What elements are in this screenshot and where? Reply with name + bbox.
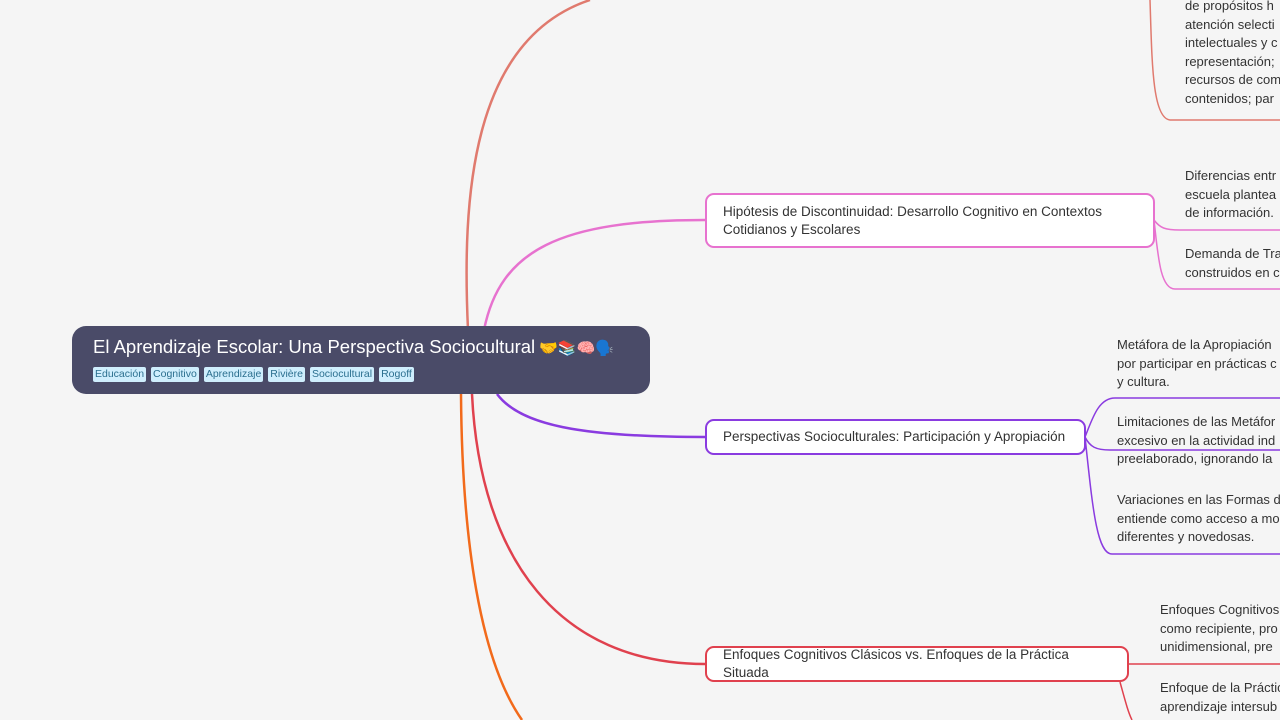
topic-label: Perspectivas Socioculturales: Participac… bbox=[723, 429, 1066, 444]
branch-line-enfoques bbox=[470, 393, 706, 666]
root-tags: Educación Cognitivo Aprendizaje Rivière … bbox=[93, 367, 650, 382]
topic-label: Enfoques Cognitivos Clásicos vs. Enfoque… bbox=[723, 647, 1069, 680]
leaf-line: Enfoque de la Práctic bbox=[1160, 680, 1280, 695]
topic-label-line: Hipótesis de Discontinuidad: Desarrollo … bbox=[723, 203, 1102, 219]
leaf-line-socioculturales-1 bbox=[1084, 397, 1280, 438]
tag-aprendizaje[interactable]: Aprendizaje bbox=[203, 367, 264, 382]
leaf-line: preelaborado, ignorando la bbox=[1117, 451, 1273, 466]
leaf-line: atención selecti bbox=[1185, 16, 1275, 32]
leaf-line-discontinuidad-2 bbox=[1153, 219, 1280, 290]
leaf-line: Diferencias entr bbox=[1185, 168, 1277, 183]
leaf-line-socioculturales-2 bbox=[1084, 436, 1280, 451]
leaf-line: de propósitos h bbox=[1185, 0, 1274, 13]
leaf-top[interactable]: de propósitos h atención selecti intelec… bbox=[1185, 0, 1280, 108]
leaf-line: por participar en prácticas c bbox=[1117, 355, 1277, 371]
leaf-line: escuela plantea bbox=[1185, 186, 1277, 202]
root-node[interactable]: El Aprendizaje Escolar: Una Perspectiva … bbox=[72, 326, 650, 394]
root-title-text: El Aprendizaje Escolar: Una Perspectiva … bbox=[93, 336, 536, 357]
tag-rogoff[interactable]: Rogoff bbox=[379, 367, 414, 382]
leaf-line: como recipiente, pro bbox=[1160, 620, 1278, 636]
leaf-line: aprendizaje intersub bbox=[1160, 698, 1278, 714]
leaf-enfoques-practica[interactable]: Enfoque de la Práctic aprendizaje inters… bbox=[1160, 679, 1280, 716]
leaf-line-discontinuidad-1 bbox=[1153, 219, 1280, 231]
leaf-discontinuidad-diferencias[interactable]: Diferencias entr escuela plantea de info… bbox=[1185, 167, 1276, 223]
leaf-line-socioculturales-3 bbox=[1084, 436, 1280, 555]
branch-line-socioculturales bbox=[495, 393, 706, 439]
leaf-line: Enfoques Cognitivos bbox=[1160, 602, 1280, 617]
leaf-socioculturales-limitaciones[interactable]: Limitaciones de las Metáfor excesivo en … bbox=[1117, 413, 1275, 469]
branch-line-top bbox=[465, 0, 591, 331]
leaf-line: entiende como acceso a mo bbox=[1117, 510, 1280, 526]
leaf-line: Demanda de Tra bbox=[1185, 246, 1280, 261]
tag-educacion[interactable]: Educación bbox=[93, 367, 147, 382]
leaf-discontinuidad-demanda[interactable]: Demanda de Tra construidos en c bbox=[1185, 245, 1280, 282]
topic-enfoques[interactable]: Enfoques Cognitivos Clásicos vs. Enfoque… bbox=[705, 646, 1129, 682]
leaf-socioculturales-variaciones[interactable]: Variaciones en las Formas d entiende com… bbox=[1117, 491, 1280, 547]
leaf-line-top bbox=[1149, 0, 1280, 121]
topic-label: Hipótesis de Discontinuidad: Desarrollo … bbox=[723, 203, 1102, 239]
leaf-line: intelectuales y c bbox=[1185, 35, 1278, 50]
tag-riviere[interactable]: Rivière bbox=[268, 367, 305, 382]
branch-line-bottom bbox=[459, 393, 524, 720]
tag-cognitivo[interactable]: Cognitivo bbox=[151, 367, 199, 382]
tag-sociocultural[interactable]: Sociocultural bbox=[309, 367, 375, 382]
leaf-line: Variaciones en las Formas d bbox=[1117, 492, 1280, 507]
leaf-line-enfoques-2 bbox=[1119, 681, 1133, 720]
root-emoji-icons: 🤝📚🧠🗣️ bbox=[539, 340, 614, 357]
leaf-line: construidos en c bbox=[1185, 264, 1280, 280]
branch-line-discontinuidad bbox=[482, 218, 706, 331]
leaf-line: recursos de com bbox=[1185, 72, 1280, 87]
leaf-line: de información. bbox=[1185, 205, 1274, 220]
topic-label-line: Cotidianos y Escolares bbox=[723, 221, 861, 237]
leaf-line: representación; bbox=[1185, 53, 1275, 69]
topic-socioculturales[interactable]: Perspectivas Socioculturales: Participac… bbox=[705, 419, 1086, 455]
root-title: El Aprendizaje Escolar: Una Perspectiva … bbox=[93, 336, 650, 360]
leaf-line: Metáfora de la Apropiación bbox=[1117, 337, 1272, 352]
leaf-line: diferentes y novedosas. bbox=[1117, 529, 1255, 544]
leaf-socioculturales-metafora[interactable]: Metáfora de la Apropiación por participa… bbox=[1117, 336, 1277, 392]
leaf-line: excesivo en la actividad ind bbox=[1117, 432, 1276, 448]
leaf-line: y cultura. bbox=[1117, 374, 1170, 389]
leaf-enfoques-cognitivos[interactable]: Enfoques Cognitivos como recipiente, pro… bbox=[1160, 601, 1279, 657]
leaf-line: contenidos; par bbox=[1185, 90, 1274, 106]
topic-discontinuidad[interactable]: Hipótesis de Discontinuidad: Desarrollo … bbox=[705, 193, 1155, 248]
leaf-line: unidimensional, pre bbox=[1160, 639, 1273, 654]
leaf-line: Limitaciones de las Metáfor bbox=[1117, 414, 1276, 429]
